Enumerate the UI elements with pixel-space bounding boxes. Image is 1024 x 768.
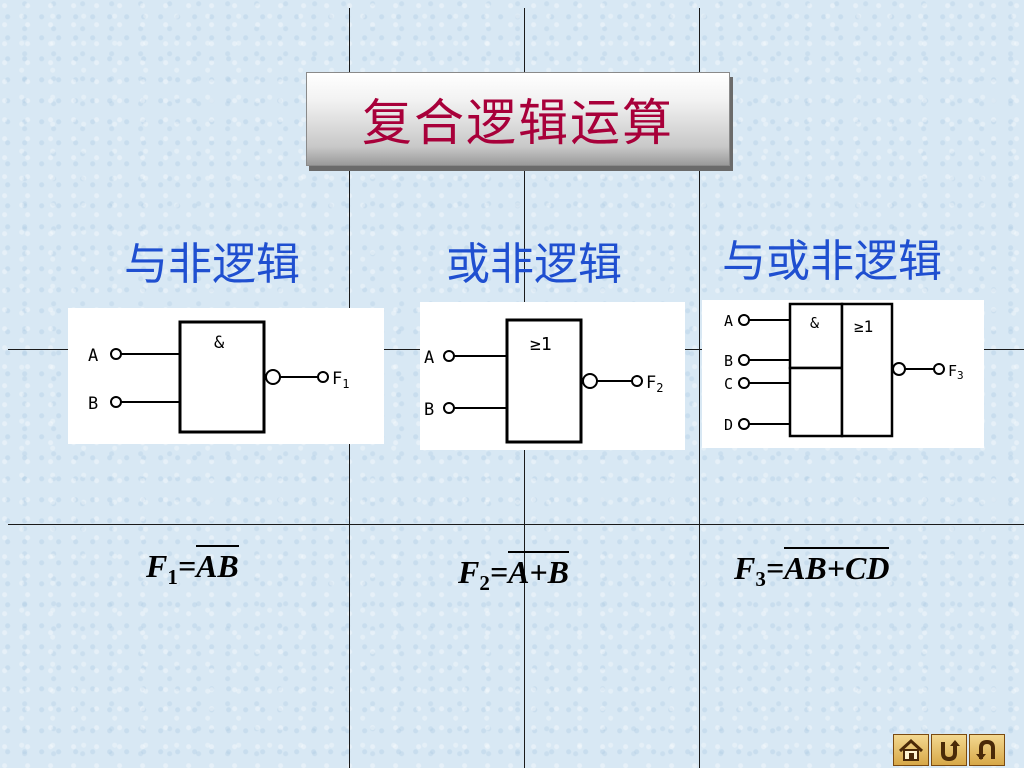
gate-symbol: ≥1	[530, 334, 552, 355]
gate-body	[178, 320, 266, 434]
input-terminal	[738, 354, 750, 366]
input-terminal	[110, 348, 122, 360]
inversion-bubble	[265, 369, 281, 385]
input-terminal	[738, 418, 750, 430]
input-label-c: C	[724, 375, 733, 393]
inversion-bubble	[582, 373, 598, 389]
and-gate-lower	[788, 366, 844, 438]
input-label-d: D	[724, 416, 733, 434]
grid-line-horizontal	[8, 524, 1024, 525]
output-label: F2	[646, 373, 663, 395]
input-terminal	[738, 314, 750, 326]
and-or-invert-gate-diagram: A B C D & ≥1 F3	[702, 300, 984, 448]
page-title: 复合逻辑运算	[362, 94, 674, 152]
nor-label: 或非逻辑	[446, 239, 622, 290]
home-button[interactable]	[893, 734, 929, 766]
gate-body	[505, 318, 583, 444]
and-or-invert-formula: F3=AB+CD	[734, 547, 890, 592]
input-label-a: A	[724, 312, 733, 330]
input-label-a: A	[424, 348, 434, 368]
nor-gate-diagram: A B ≥1 F2	[420, 302, 685, 450]
grid-line-vertical	[699, 8, 700, 768]
home-icon	[898, 738, 924, 761]
nand-label: 与非逻辑	[124, 239, 300, 290]
and-or-invert-label: 与或非逻辑	[722, 236, 942, 287]
input-terminal	[110, 396, 122, 408]
output-label: F1	[332, 369, 349, 391]
inversion-bubble	[892, 362, 906, 376]
gate-symbol: &	[214, 333, 225, 353]
return-icon	[941, 740, 960, 762]
output-label: F3	[948, 362, 964, 382]
or-symbol: ≥1	[854, 317, 873, 336]
return-button[interactable]	[931, 734, 967, 766]
input-terminal	[738, 377, 750, 389]
nor-gate-body	[840, 302, 894, 438]
input-label-b: B	[724, 352, 733, 370]
and-symbol: &	[810, 314, 819, 332]
input-label-b: B	[424, 400, 434, 420]
slide-navigation	[893, 734, 1005, 766]
nand-gate-diagram: A B & F1	[68, 308, 384, 444]
output-terminal	[933, 363, 945, 375]
input-label-a: A	[88, 346, 98, 366]
back-button[interactable]	[969, 734, 1005, 766]
title-banner: 复合逻辑运算	[306, 72, 730, 166]
output-terminal	[631, 375, 643, 387]
input-label-b: B	[88, 394, 98, 414]
nor-formula: F2=A+B	[458, 551, 569, 596]
back-icon	[976, 739, 995, 760]
nand-formula: F1=AB	[146, 545, 239, 590]
input-terminal	[443, 402, 455, 414]
output-terminal	[317, 371, 329, 383]
input-terminal	[443, 350, 455, 362]
